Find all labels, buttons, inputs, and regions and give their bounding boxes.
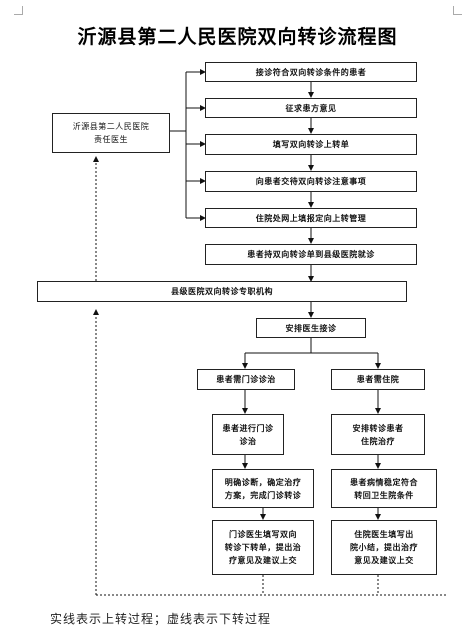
stable-condition-box: 患者病情稳定符合 转回卫生院条件 bbox=[331, 469, 437, 508]
outpatient-referral-form-box: 门诊医生填写双向 转诊下转单，提出治 疗意见及建议上交 bbox=[212, 520, 314, 575]
inpatient-needed-box: 患者需住院 bbox=[331, 369, 425, 390]
outpatient-treatment-box: 患者进行门诊 诊治 bbox=[212, 414, 284, 455]
outpatient-needed-box: 患者需门诊诊治 bbox=[197, 369, 295, 390]
page-title: 沂源县第二人民医院双向转诊流程图 bbox=[77, 26, 398, 48]
page-corner-mark-top-left bbox=[14, 6, 23, 15]
flow-step-box: 填写双向转诊上转单 bbox=[205, 134, 417, 155]
arrange-doctor-box: 安排医生接诊 bbox=[256, 318, 366, 338]
inpatient-treatment-box: 安排转诊患者 住院治疗 bbox=[331, 414, 425, 455]
county-hospital-referral-office-box: 县级医院双向转诊专职机构 bbox=[37, 281, 407, 302]
flow-step-box: 接诊符合双向转诊条件的患者 bbox=[205, 62, 417, 82]
flow-step-box: 患者持双向转诊单到县级医院就诊 bbox=[205, 244, 417, 265]
page-corner-mark-top-right bbox=[453, 6, 462, 15]
flow-step-box: 住院处网上填报定向上转管理 bbox=[205, 208, 417, 228]
discharge-summary-box: 住院医生填写出 院小结，提出治疗 意见及建议上交 bbox=[331, 520, 437, 575]
responsible-doctor-box: 沂源县第二人民医院 责任医生 bbox=[52, 113, 170, 153]
flow-step-box: 向患者交待双向转诊注意事项 bbox=[205, 171, 417, 192]
outpatient-diagnosis-box: 明确诊断，确定治疗 方案，完成门诊转诊 bbox=[212, 469, 314, 508]
flow-step-box: 征求患方意见 bbox=[205, 98, 417, 118]
legend-note: 实线表示上转过程；虚线表示下转过程 bbox=[50, 612, 272, 626]
